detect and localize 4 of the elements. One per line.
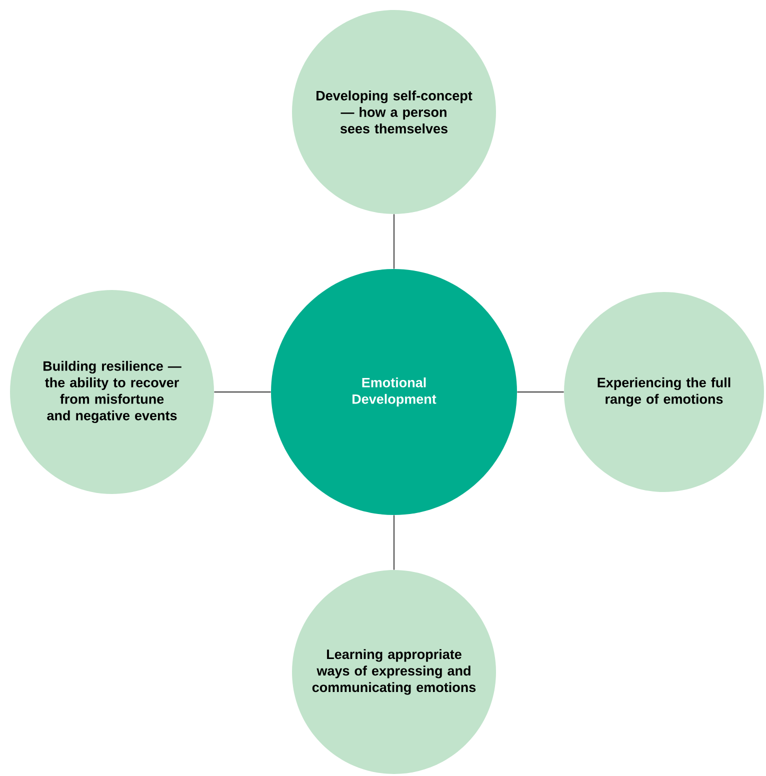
connector-line bbox=[393, 515, 395, 570]
connector-line bbox=[214, 391, 271, 393]
connector-line bbox=[393, 214, 395, 269]
connector-line bbox=[517, 391, 564, 393]
